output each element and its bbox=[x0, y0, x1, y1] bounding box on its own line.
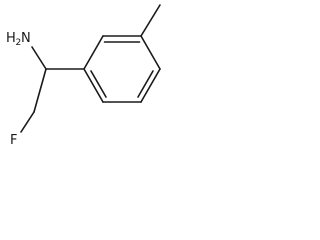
ch2-to-fluorine-bond bbox=[20, 111, 35, 133]
ring-double-bond-c bbox=[90, 70, 107, 98]
ring-bond-6 bbox=[83, 68, 104, 103]
ring-bond-1 bbox=[83, 35, 104, 70]
ring-double-bond-b bbox=[137, 70, 154, 98]
methyl-bond bbox=[140, 4, 161, 37]
amine-h-label: H bbox=[6, 31, 16, 46]
chiral-to-ch2-bond bbox=[33, 68, 47, 113]
amine-n-label: N bbox=[21, 31, 31, 46]
ring-bond-4 bbox=[140, 68, 161, 103]
amine-bond bbox=[31, 46, 47, 70]
molecule-structure: H 2 N F bbox=[6, 4, 161, 148]
structure-canvas: H 2 N F bbox=[0, 0, 166, 150]
ring-bond-3 bbox=[140, 35, 161, 70]
fluorine-label: F bbox=[10, 133, 17, 148]
amine-h-count: 2 bbox=[16, 38, 22, 48]
